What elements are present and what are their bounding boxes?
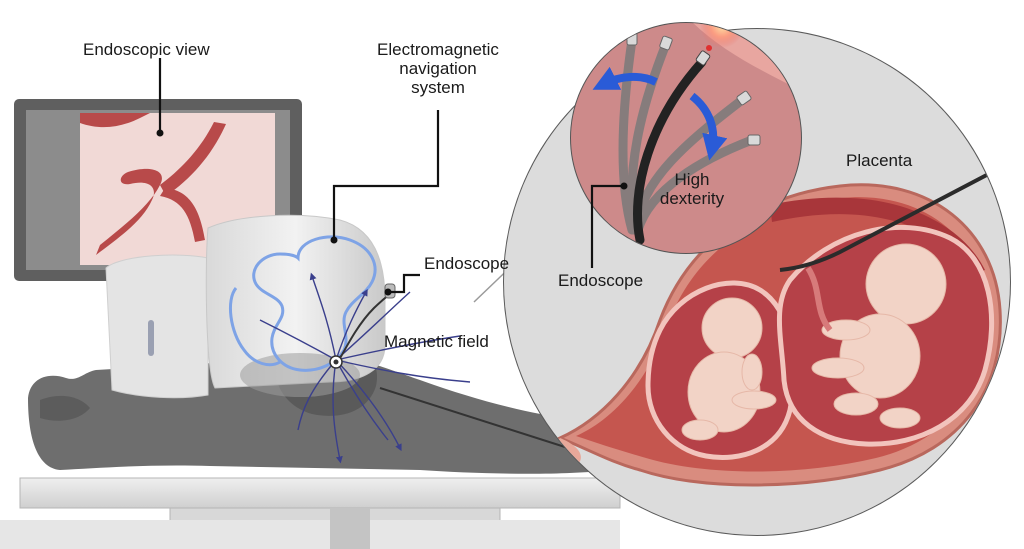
label-em-nav-line1: Electromagnetic (377, 40, 499, 59)
label-endoscopic-view: Endoscopic view (83, 40, 210, 59)
amniotic-sac-right (776, 224, 995, 447)
label-em-nav-line2: navigation (399, 59, 477, 78)
curved-arrow-icon (592, 66, 728, 161)
label-endoscope-inset: Endoscope (558, 271, 644, 290)
magnified-uterus-view (503, 28, 1011, 536)
leader-dots (156, 129, 628, 296)
label-high-dexterity-line1: High (674, 170, 710, 189)
label-em-nav-line3: system (411, 78, 465, 97)
label-electromagnetic-navigation-system: Electromagnetic navigation system (360, 40, 516, 97)
label-endoscope-device: Endoscope (424, 254, 510, 273)
coil-outline (229, 235, 377, 372)
cable (379, 387, 591, 456)
fetus-left (681, 297, 777, 441)
label-high-dexterity: High dexterity (642, 170, 742, 208)
endoscopic-view-vessel (80, 113, 226, 255)
operating-table (0, 477, 621, 549)
electromagnetic-navigation-device (105, 214, 471, 464)
label-magnetic-field: Magnetic field (384, 332, 489, 351)
amniotic-sac-left (645, 280, 797, 460)
label-high-dexterity-line2: dexterity (659, 189, 725, 208)
inserted-endoscope (779, 166, 1001, 272)
label-placenta: Placenta (846, 151, 913, 170)
leader-lines (158, 58, 624, 294)
magnetic-field-lines (259, 272, 471, 464)
fetus-right (811, 243, 947, 429)
umbilical-cord (805, 266, 833, 332)
